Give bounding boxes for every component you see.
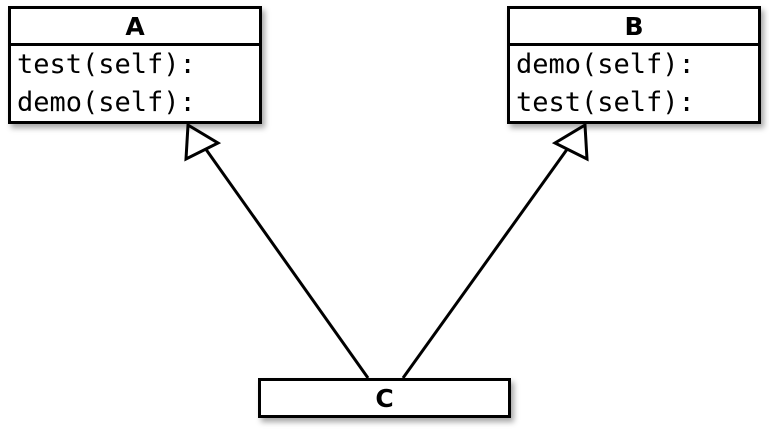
uml-class-b-members: demo(self): test(self): xyxy=(510,43,758,122)
uml-class-b[interactable]: B demo(self): test(self): xyxy=(507,6,761,124)
uml-class-a-name: A xyxy=(125,11,145,41)
generalization-c-to-a-line xyxy=(203,147,370,379)
uml-class-b-member-0: demo(self): xyxy=(516,49,695,80)
uml-class-b-name: B xyxy=(624,11,644,41)
generalization-c-to-a-arrowhead xyxy=(184,122,222,162)
uml-class-c-name: C xyxy=(375,383,394,413)
uml-class-a-member-0: test(self): xyxy=(17,49,196,80)
generalization-c-to-a xyxy=(184,122,370,379)
uml-class-a[interactable]: A test(self): demo(self): xyxy=(8,6,262,124)
uml-class-c[interactable]: C xyxy=(258,378,511,418)
uml-class-a-member-1: demo(self): xyxy=(17,87,196,118)
generalization-c-to-b xyxy=(401,122,589,379)
generalization-c-to-b-line xyxy=(401,147,570,379)
uml-class-a-members: test(self): demo(self): xyxy=(11,43,259,122)
generalization-c-to-b-arrowhead xyxy=(551,122,589,162)
uml-class-b-member-1: test(self): xyxy=(516,87,695,118)
